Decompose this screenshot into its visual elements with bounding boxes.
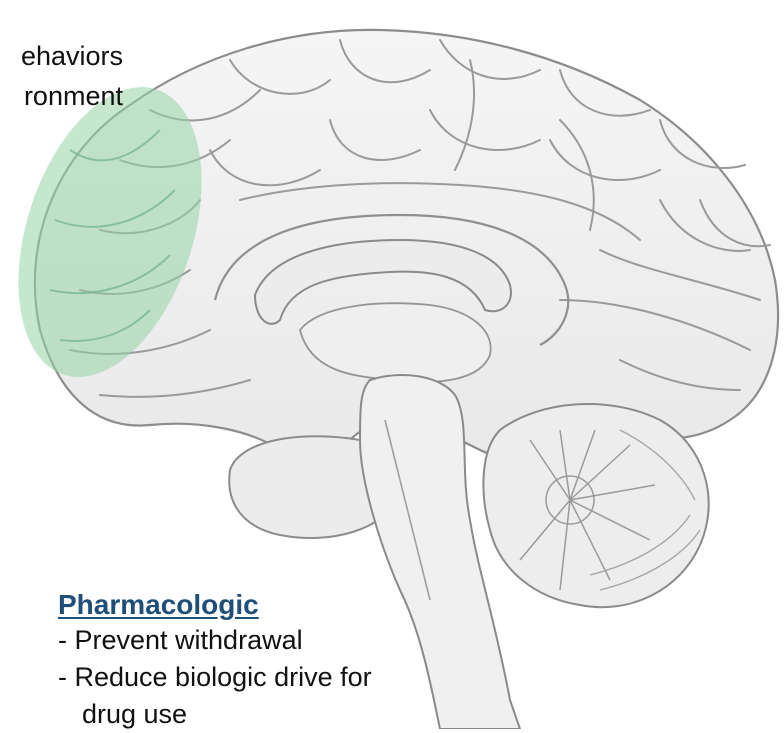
pharmacologic-heading: Pharmacologic <box>58 588 372 622</box>
top-left-text-line-2: ronment <box>24 81 123 111</box>
pharmacologic-block: Pharmacologic - Prevent withdrawal - Red… <box>58 588 372 733</box>
cerebellum <box>483 404 708 607</box>
pharmacologic-item-drug-use: drug use <box>58 696 372 733</box>
top-left-text-line-1: ehaviors <box>21 41 123 71</box>
pharmacologic-item-reduce-drive: - Reduce biologic drive for <box>58 659 372 696</box>
pharmacologic-item-prevent-withdrawal: - Prevent withdrawal <box>58 622 372 659</box>
